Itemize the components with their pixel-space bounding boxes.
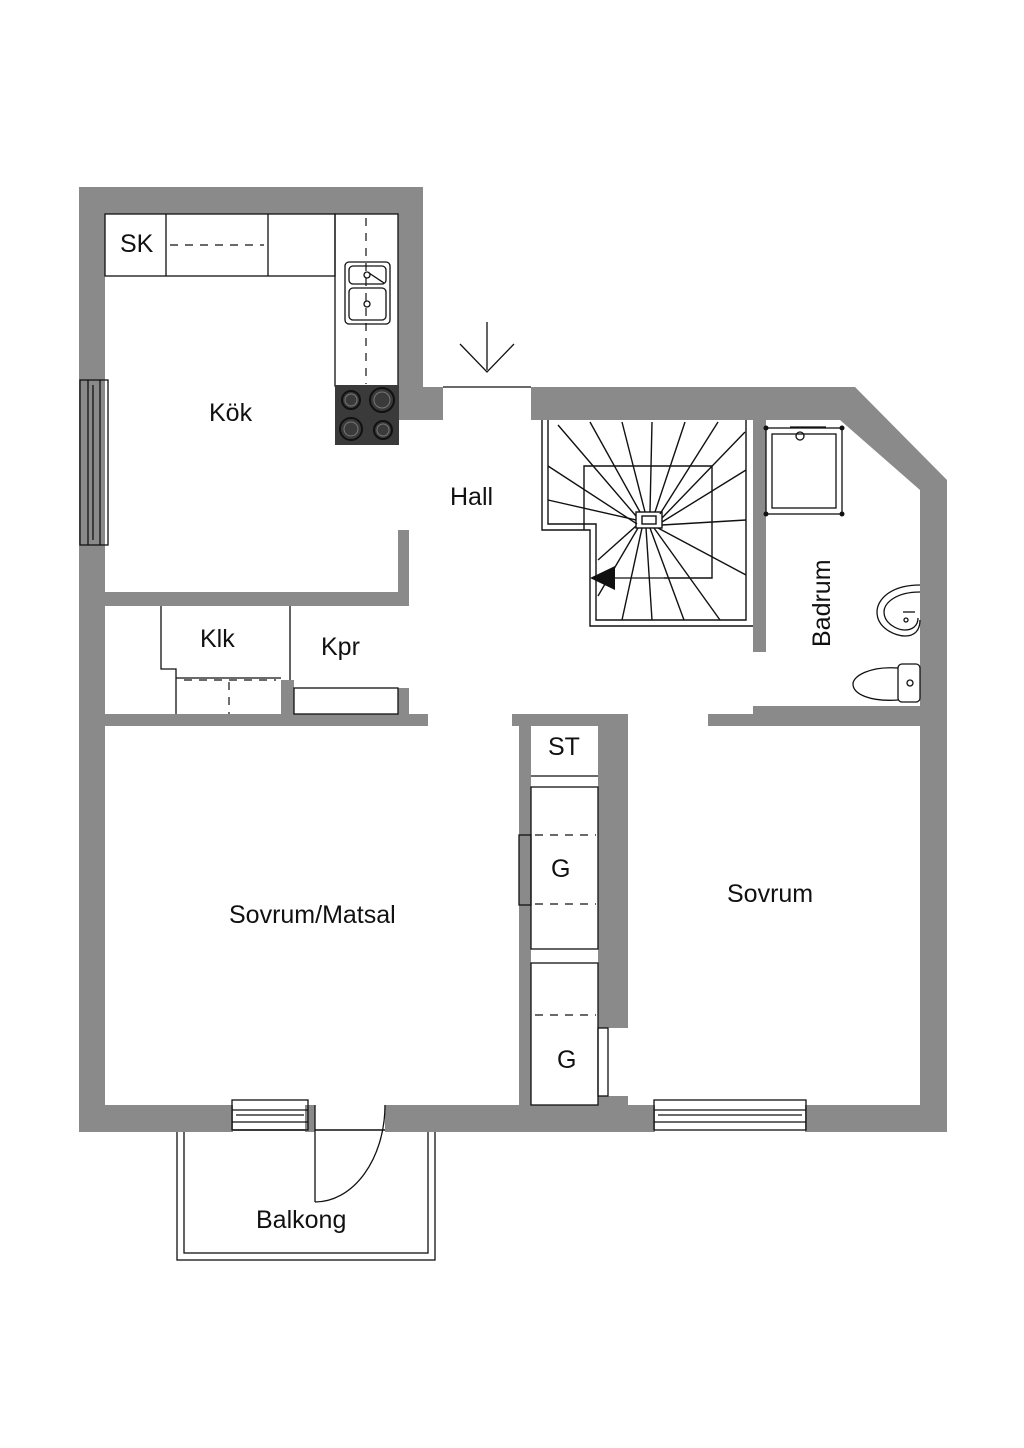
stair-direction-arrow-icon (590, 566, 664, 590)
room-labels: SK Kök Hall Klk Kpr Badrum ST G G Sovrum… (120, 230, 836, 1234)
room-label-hall: Hall (450, 483, 493, 511)
room-label-kpr: Kpr (321, 633, 360, 661)
staircase (541, 420, 753, 627)
room-label-balkong: Balkong (256, 1206, 346, 1234)
stove-icon (335, 385, 399, 445)
room-label-sovrum-matsal: Sovrum/Matsal (229, 901, 396, 929)
balcony (176, 1129, 436, 1261)
closets (160, 606, 609, 1106)
toilet-icon (852, 663, 921, 703)
room-label-kok: Kök (209, 399, 253, 427)
kitchen-sink-icon (344, 261, 391, 325)
room-label-sk: SK (120, 230, 154, 258)
room-label-badrum: Badrum (808, 559, 836, 647)
entrance-arrow-icon (443, 322, 531, 388)
balcony-door (314, 1104, 386, 1203)
room-label-g-lower: G (557, 1046, 576, 1074)
room-label-klk: Klk (200, 625, 235, 653)
room-label-st: ST (548, 733, 580, 761)
walls (79, 187, 947, 1132)
shower-icon (763, 425, 845, 517)
room-label-sovrum: Sovrum (727, 880, 813, 908)
windows (79, 379, 807, 1131)
washbasin-icon (876, 584, 921, 637)
room-label-g-upper: G (551, 855, 570, 883)
